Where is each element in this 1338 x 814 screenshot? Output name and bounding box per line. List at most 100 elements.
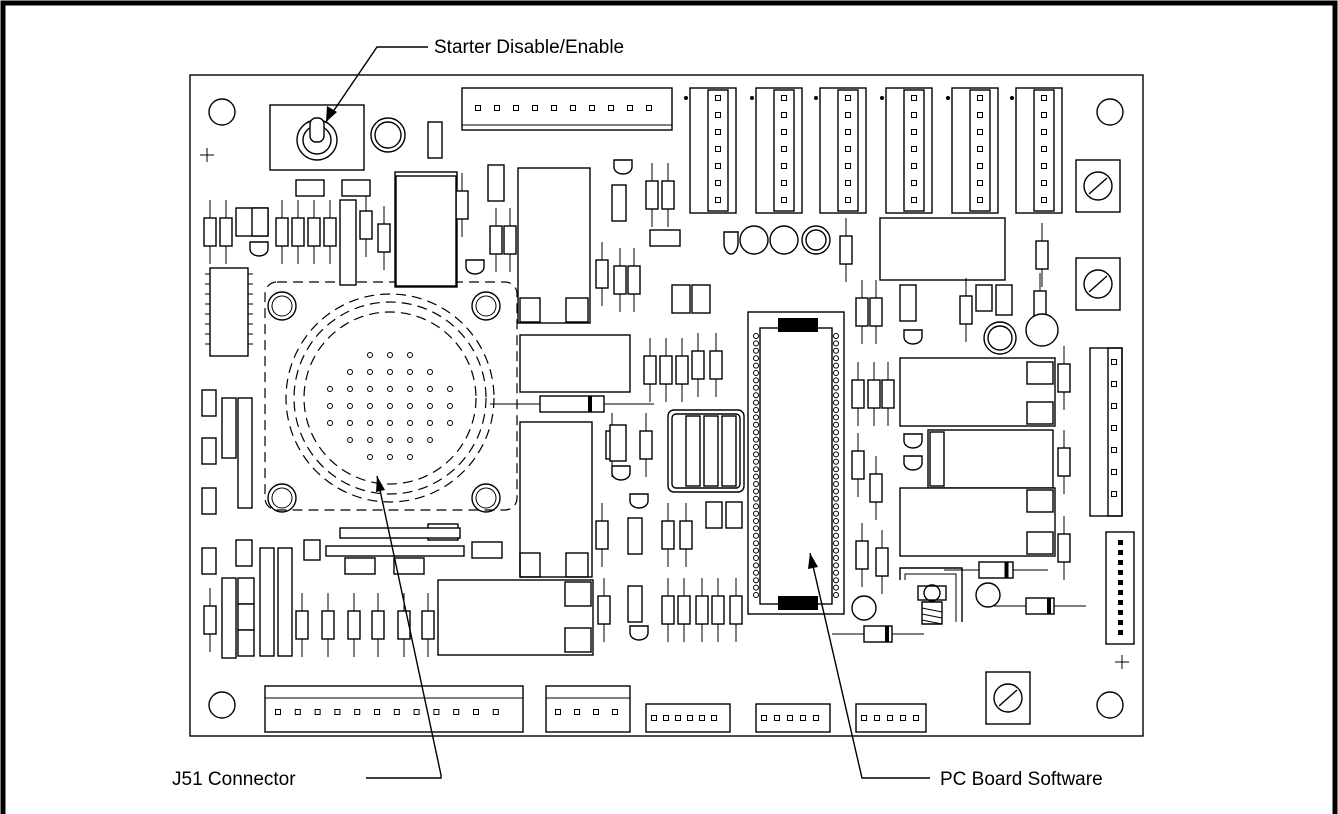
chip-pin [833,444,839,450]
pin [977,180,983,186]
chip-pin [833,421,839,428]
pin [845,129,851,135]
chip-pin [753,333,759,339]
resistor [695,595,709,625]
j51-pin [427,403,433,409]
pin [845,180,851,186]
chip-pin [753,540,759,547]
chip-pin [833,503,839,510]
diode-band [588,396,592,412]
pin [1041,163,1047,169]
component [201,389,217,417]
pin [1118,570,1123,575]
chip-pin [833,577,839,584]
pin [781,197,787,203]
resistor [1057,363,1071,393]
pin [781,163,787,169]
pin [354,709,361,715]
component [339,527,461,539]
pin [1118,560,1123,565]
chip-pin [833,569,839,576]
transistor [903,433,923,449]
chip-pin [753,510,759,517]
pin [612,709,618,715]
pin [845,146,851,152]
mounting-holes [208,98,1124,719]
plus-marks [200,148,1129,669]
resistor [627,265,641,295]
component [899,284,917,322]
chip-pin [753,525,759,532]
pin [1111,447,1117,453]
connector [819,87,867,214]
j51-pin [367,454,373,460]
pin [1118,620,1123,625]
pin1-dot [750,96,754,100]
transistor [903,329,923,345]
capacitor [975,582,1001,608]
leader-lines [325,46,930,779]
capacitor [739,225,769,255]
pin [977,163,983,169]
pin [589,105,595,111]
resistor [875,547,889,577]
chip-pin [753,392,759,399]
chip-pin [753,495,759,502]
pin [715,129,721,135]
component [975,284,993,312]
chip-pin [833,347,839,354]
j51-pin [327,420,333,426]
starter-toggle-switch [269,104,365,171]
chip-pin [833,518,839,524]
pin [275,709,281,715]
j51-pin [427,437,433,443]
j51-pin [367,369,373,375]
pin [715,95,721,101]
pin [911,112,917,118]
resistor [661,180,675,210]
component [295,179,325,197]
resistor [661,595,675,625]
resistor [371,610,385,640]
j51-pin [367,352,373,358]
pin [715,180,721,186]
chip-pin [833,451,839,458]
j51-pin [387,352,393,358]
pin [913,715,919,721]
pin [1111,381,1117,387]
pin [651,715,657,721]
chip-pin [753,362,759,369]
diode-band [1047,598,1051,614]
chip-pin [833,584,839,591]
resistor [855,540,869,570]
chip-pin [753,481,759,487]
resistor [881,379,895,409]
pin [781,129,787,135]
chip-pin [833,407,839,413]
pin [1118,540,1123,545]
pin [715,197,721,203]
capacitor [987,325,1013,351]
pin [781,112,787,118]
pin [1041,95,1047,101]
chip-pin [753,340,759,347]
pin1-dot [814,96,818,100]
pin [761,715,767,721]
chip-pin [753,466,759,473]
chip-pin [833,429,839,436]
component [487,164,505,202]
pin [977,112,983,118]
transistor [613,159,633,175]
pin [781,180,787,186]
j51-pin [347,420,353,426]
j51-pin [407,386,413,392]
pin [911,146,917,152]
j51-pin [387,437,393,443]
pin [1041,129,1047,135]
pin [977,197,983,203]
chip-pin [833,399,839,406]
chip-pin [833,481,839,487]
bottom-connectors [264,685,927,733]
chip-pin [753,355,759,362]
